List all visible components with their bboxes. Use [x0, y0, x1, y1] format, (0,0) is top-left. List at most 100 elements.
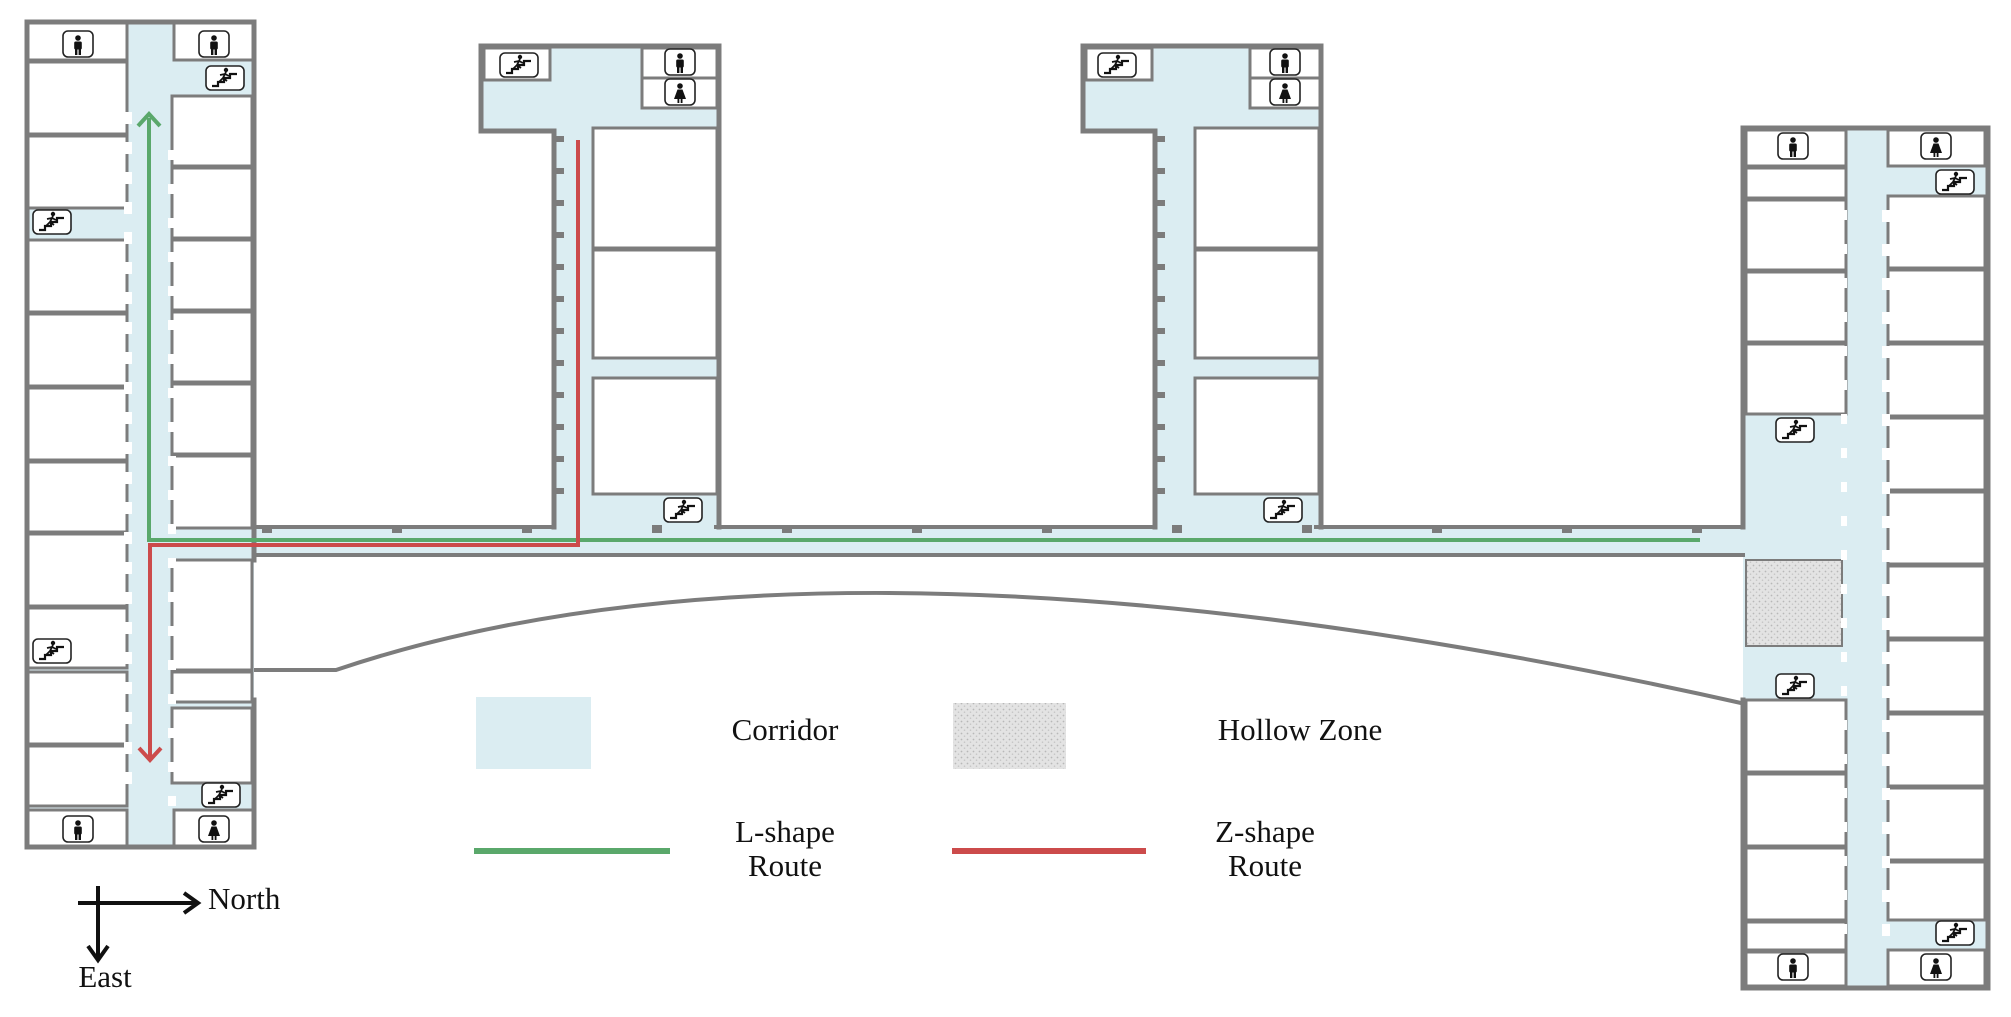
door-gap: [1882, 822, 1890, 834]
compass-north-arrowhead: [182, 891, 202, 915]
room: [1193, 376, 1321, 496]
door-gap: [1882, 686, 1890, 698]
window-mark: [554, 488, 564, 494]
legend-hollow-zone-label: Hollow Zone: [1217, 712, 1383, 747]
door-gap: [1841, 890, 1847, 900]
door-gap: [1841, 924, 1847, 934]
door-gap: [1841, 822, 1847, 832]
window-mark: [652, 525, 662, 533]
door-gap: [124, 472, 132, 484]
window-mark: [1155, 168, 1165, 174]
stairs-walker-icon: [1262, 496, 1304, 524]
room: [25, 134, 129, 210]
room: [1744, 772, 1848, 848]
room: [170, 454, 254, 530]
door-gap: [124, 772, 132, 784]
person-skirt-icon: [198, 815, 230, 843]
window-mark: [1155, 296, 1165, 302]
z-shape-route-line: [148, 140, 580, 760]
window-mark: [554, 232, 564, 238]
person-standing-icon: [1777, 132, 1809, 160]
door-gap: [1841, 448, 1847, 458]
person-standing-icon: [62, 815, 94, 843]
door-gap: [1882, 754, 1890, 766]
door-gap: [124, 682, 132, 694]
door-gap: [1882, 924, 1890, 936]
window-mark: [1042, 525, 1052, 533]
window-mark: [554, 200, 564, 206]
room: [1886, 564, 1987, 640]
room: [1886, 712, 1987, 788]
window-mark: [1155, 264, 1165, 270]
room: [170, 310, 254, 384]
room: [1886, 860, 1987, 922]
person-skirt-icon: [1920, 132, 1952, 160]
stairs-walker-icon: [498, 51, 540, 79]
room: [591, 248, 719, 360]
person-standing-icon: [1269, 48, 1301, 76]
stairs-walker-icon: [31, 637, 73, 665]
hollow-zone: [1745, 559, 1843, 647]
legend-z-shape-line1: Z-shape: [1215, 814, 1315, 849]
door-gap: [1841, 210, 1847, 220]
person-standing-icon: [1777, 953, 1809, 981]
room: [170, 706, 254, 785]
window-mark: [1155, 200, 1165, 206]
door-gap: [1882, 448, 1890, 460]
door-gap: [1841, 584, 1847, 594]
window-mark: [1155, 328, 1165, 334]
door-gap: [1882, 278, 1890, 290]
window-mark: [1155, 360, 1165, 366]
room: [25, 532, 129, 608]
window-mark: [782, 525, 792, 533]
window-mark: [1172, 525, 1182, 533]
window-mark: [1155, 392, 1165, 398]
compass-east-label: East: [78, 959, 132, 994]
door-gap: [1841, 686, 1847, 696]
window-mark: [1155, 456, 1165, 462]
window-mark: [522, 525, 532, 533]
door-gap: [124, 202, 132, 214]
door-gap: [168, 592, 176, 602]
room: [591, 376, 719, 496]
door-gap: [168, 490, 176, 500]
room: [170, 558, 254, 672]
door-gap: [168, 354, 176, 364]
door-gap: [1841, 278, 1847, 288]
room: [1886, 638, 1987, 714]
l-shape-route-line: [147, 118, 1700, 542]
room: [25, 460, 129, 534]
person-standing-icon: [198, 30, 230, 58]
window-mark: [1302, 525, 1312, 533]
door-gap: [1882, 890, 1890, 902]
door-gap: [168, 558, 176, 568]
window-mark: [1692, 525, 1702, 533]
room: [25, 60, 129, 136]
room: [1744, 846, 1848, 922]
door-gap: [168, 660, 176, 670]
legend-l-shape-line2: Route: [747, 848, 823, 883]
door-gap: [1841, 788, 1847, 798]
room: [170, 382, 254, 456]
door-gap: [1882, 720, 1890, 732]
window-mark: [554, 360, 564, 366]
door-gap: [1882, 856, 1890, 868]
door-gap: [1841, 346, 1847, 356]
stairs-walker-icon: [1096, 51, 1138, 79]
room: [25, 744, 129, 808]
room: [1744, 920, 1848, 952]
room: [1886, 194, 1987, 270]
legend-corridor-label: Corridor: [731, 712, 839, 747]
stairs-walker-icon: [1934, 168, 1976, 196]
person-standing-icon: [62, 30, 94, 58]
door-gap: [124, 142, 132, 154]
door-gap: [168, 286, 176, 296]
window-mark: [262, 525, 272, 533]
room: [1744, 198, 1848, 272]
door-gap: [168, 524, 176, 534]
right-wing-corridor: [1846, 128, 1886, 988]
window-mark: [1155, 424, 1165, 430]
door-gap: [1882, 414, 1890, 426]
door-gap: [1841, 244, 1847, 254]
room: [170, 238, 254, 312]
